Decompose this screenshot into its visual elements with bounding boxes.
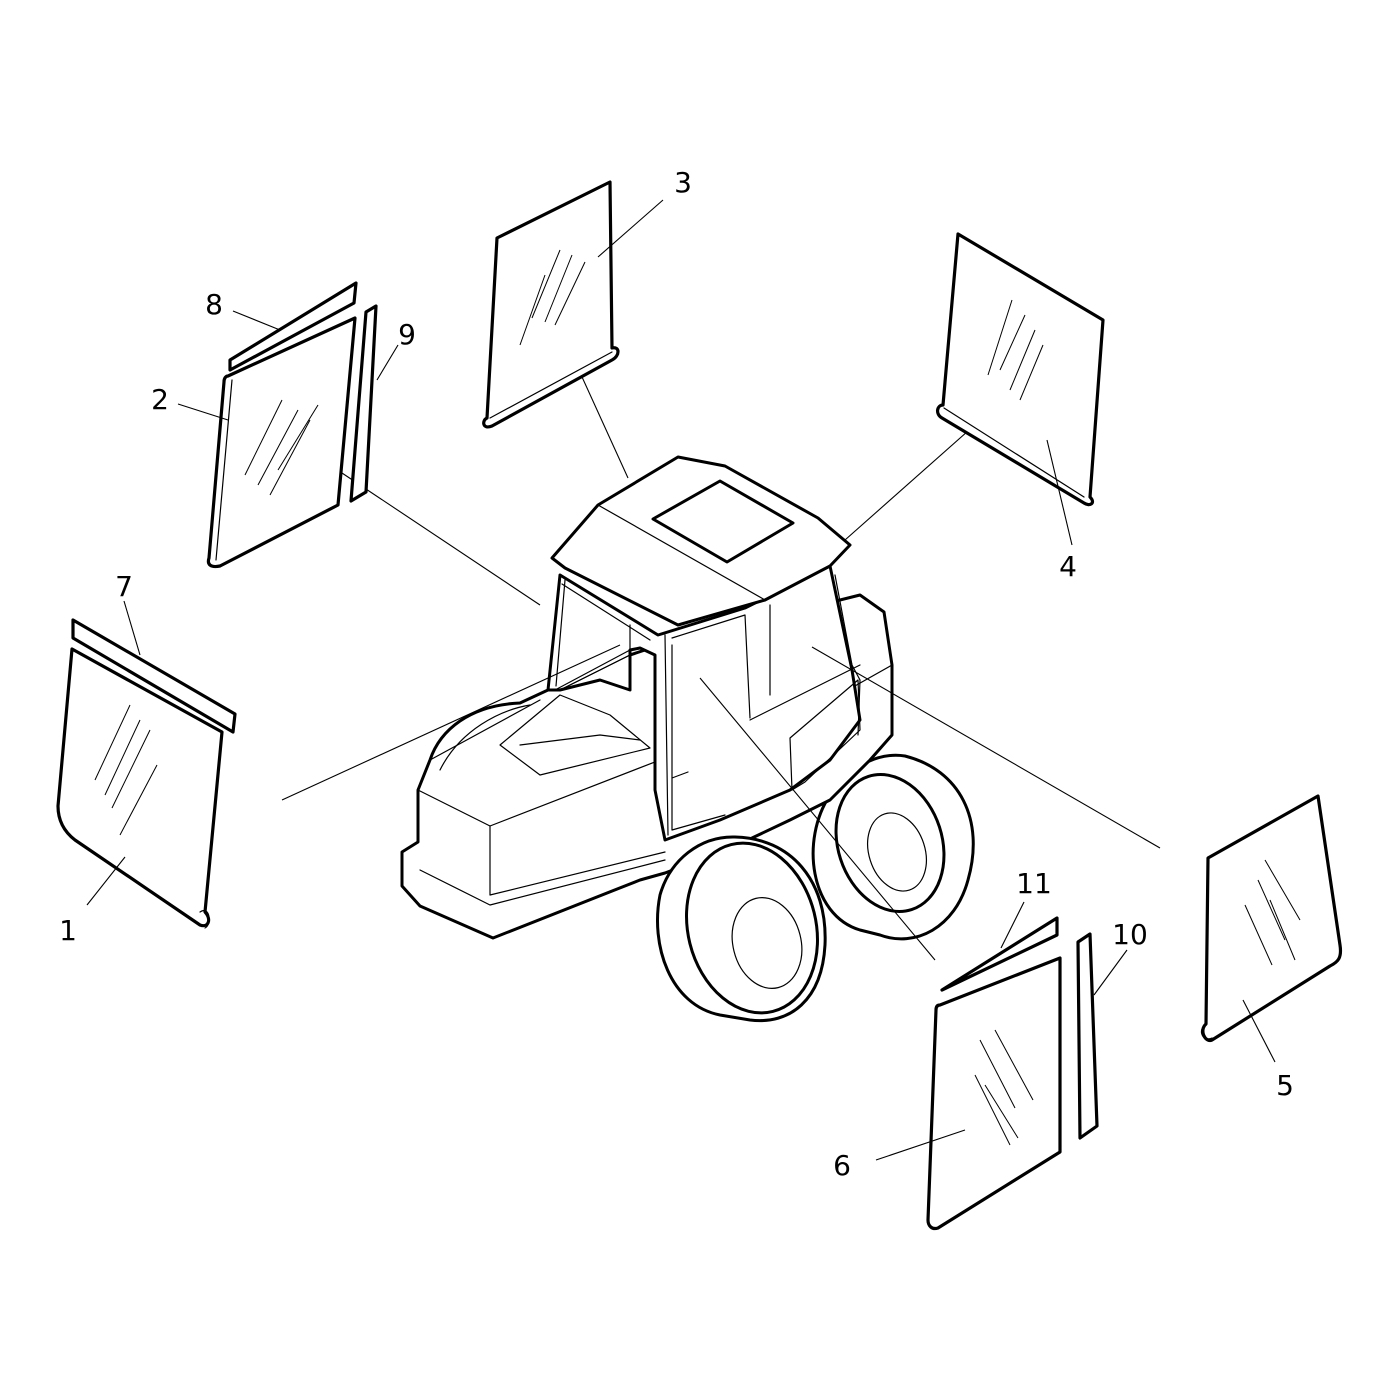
strip-11: [940, 916, 1059, 992]
callout-11: 11: [1016, 867, 1052, 900]
callout-6: 6: [833, 1149, 851, 1182]
glass-panel-6: [926, 956, 1062, 1231]
glass-panel-1: [56, 647, 224, 929]
callout-9: 9: [398, 318, 416, 351]
glass-panel-5: [1200, 794, 1343, 1042]
callout-3: 3: [674, 166, 692, 199]
strip-7: [71, 618, 237, 734]
strip-10: [1076, 932, 1099, 1140]
callout-2: 2: [151, 383, 169, 416]
callout-10: 10: [1112, 918, 1148, 951]
front-wheel: [656, 835, 827, 1023]
callout-5: 5: [1276, 1069, 1294, 1102]
callout-leaders: [86, 199, 1276, 1161]
vehicle: [400, 455, 975, 1023]
strip-8: [228, 281, 358, 372]
glass-panel-3: [482, 180, 620, 429]
cab: [546, 455, 862, 842]
glass-panel-4: [936, 232, 1105, 507]
strip-9: [349, 304, 378, 503]
glass-panel-2: [206, 316, 357, 569]
callout-7: 7: [115, 570, 133, 603]
callout-4: 4: [1059, 550, 1077, 583]
rear-wheel: [811, 753, 975, 941]
callout-labels: 1 2 3 4 5 6 7 8 9 10 11: [59, 166, 1294, 1182]
callout-1: 1: [59, 914, 77, 947]
callout-8: 8: [205, 288, 223, 321]
